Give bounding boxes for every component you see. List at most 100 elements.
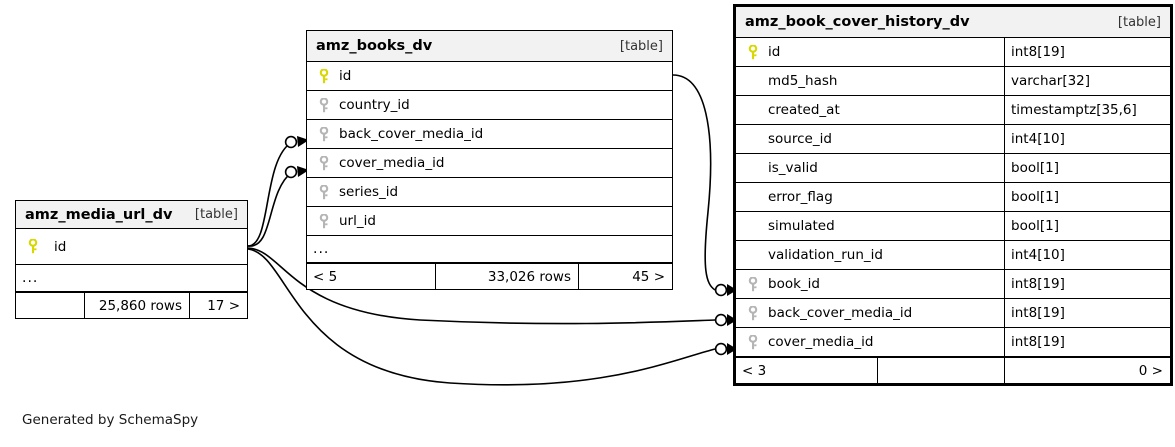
column-ellipsis: ... bbox=[313, 241, 330, 257]
table-title: amz_media_url_dv bbox=[25, 206, 173, 223]
column-ellipsis: ... bbox=[22, 270, 39, 286]
table-type-tag: [table] bbox=[194, 207, 238, 222]
table-row[interactable]: id int8[19] bbox=[736, 38, 1170, 67]
footer-prev-count[interactable]: < 5 bbox=[313, 268, 338, 285]
column-type: int8[19] bbox=[1004, 328, 1170, 356]
table-row[interactable]: book_id int8[19] bbox=[736, 270, 1170, 299]
column-type: int4[10] bbox=[1004, 241, 1170, 269]
column-name: is_valid bbox=[768, 160, 818, 176]
table-header: amz_books_dv [table] bbox=[307, 31, 672, 62]
column-name: simulated bbox=[768, 218, 835, 234]
column-name: id bbox=[54, 238, 67, 255]
column-cell: cover_media_id bbox=[307, 149, 672, 177]
foreign-key-icon bbox=[315, 184, 333, 200]
table-row[interactable]: cover_media_id int8[19] bbox=[736, 328, 1170, 357]
table-amz-book-cover-history-dv[interactable]: amz_book_cover_history_dv [table] id int… bbox=[733, 4, 1173, 386]
column-type: bool[1] bbox=[1004, 183, 1170, 211]
footer-next-count[interactable]: 45 > bbox=[578, 264, 672, 289]
table-row[interactable]: back_cover_media_id bbox=[307, 120, 672, 149]
table-type-tag: [table] bbox=[1117, 14, 1161, 30]
column-name: url_id bbox=[339, 213, 376, 229]
column-cell: series_id bbox=[307, 178, 672, 206]
footer-next-count[interactable]: 0 > bbox=[1004, 358, 1170, 383]
column-name: created_at bbox=[768, 102, 840, 118]
table-row[interactable]: validation_run_id int4[10] bbox=[736, 241, 1170, 270]
column-cell: url_id bbox=[307, 207, 672, 235]
primary-key-icon bbox=[24, 239, 42, 254]
column-name: id bbox=[768, 44, 781, 60]
column-cell: simulated bbox=[736, 212, 1004, 240]
table-row[interactable]: country_id bbox=[307, 91, 672, 120]
table-row[interactable]: back_cover_media_id int8[19] bbox=[736, 299, 1170, 328]
column-name: country_id bbox=[339, 97, 410, 113]
column-cell: id bbox=[736, 38, 1004, 66]
column-name: source_id bbox=[768, 131, 832, 147]
table-row[interactable]: md5_hash varchar[32] bbox=[736, 67, 1170, 96]
foreign-key-icon bbox=[744, 305, 762, 321]
column-name: book_id bbox=[768, 276, 820, 292]
column-cell: id bbox=[16, 229, 247, 264]
column-cell: validation_run_id bbox=[736, 241, 1004, 269]
column-type: int8[19] bbox=[1004, 270, 1170, 298]
column-name: series_id bbox=[339, 184, 399, 200]
column-name: md5_hash bbox=[768, 73, 838, 89]
foreign-key-icon bbox=[315, 97, 333, 113]
table-row[interactable]: error_flag bool[1] bbox=[736, 183, 1170, 212]
foreign-key-icon bbox=[744, 276, 762, 292]
table-footer: 25,860 rows 17 > bbox=[16, 292, 247, 318]
table-row[interactable]: url_id bbox=[307, 207, 672, 236]
column-cell: is_valid bbox=[736, 154, 1004, 182]
table-row[interactable]: source_id int4[10] bbox=[736, 125, 1170, 154]
table-footer: < 5 33,026 rows 45 > bbox=[307, 263, 672, 289]
table-title: amz_book_cover_history_dv bbox=[745, 14, 970, 30]
column-name: error_flag bbox=[768, 189, 833, 205]
table-row[interactable]: id bbox=[307, 62, 672, 91]
edge-books-to-history-bookid bbox=[672, 74, 716, 291]
column-name: cover_media_id bbox=[339, 155, 445, 171]
column-cell: book_id bbox=[736, 270, 1004, 298]
column-name: validation_run_id bbox=[768, 247, 883, 263]
column-type: timestamptz[35,6] bbox=[1004, 96, 1170, 124]
footer-prev-count[interactable]: < 3 bbox=[742, 362, 767, 379]
column-cell: cover_media_id bbox=[736, 328, 1004, 356]
foreign-key-icon bbox=[315, 155, 333, 171]
table-row-ellipsis: ... bbox=[16, 265, 247, 292]
column-type: varchar[32] bbox=[1004, 67, 1170, 95]
table-amz-books-dv[interactable]: amz_books_dv [table] id bbox=[306, 30, 673, 290]
table-row[interactable]: series_id bbox=[307, 178, 672, 207]
generated-by-note: Generated by SchemaSpy bbox=[22, 412, 199, 428]
footer-row-count bbox=[877, 358, 1004, 383]
column-type: int4[10] bbox=[1004, 125, 1170, 153]
footer-next-count[interactable]: 17 > bbox=[189, 293, 247, 318]
column-type: int8[19] bbox=[1004, 299, 1170, 327]
table-row[interactable]: cover_media_id bbox=[307, 149, 672, 178]
column-name: cover_media_id bbox=[768, 334, 874, 350]
column-type: bool[1] bbox=[1004, 154, 1170, 182]
primary-key-icon bbox=[744, 44, 762, 60]
column-cell: created_at bbox=[736, 96, 1004, 124]
column-cell: id bbox=[307, 62, 672, 90]
table-amz-media-url-dv[interactable]: amz_media_url_dv [table] id ... 25,860 r… bbox=[15, 200, 248, 319]
column-cell: country_id bbox=[307, 91, 672, 119]
column-cell: back_cover_media_id bbox=[736, 299, 1004, 327]
table-row[interactable]: id bbox=[16, 229, 247, 265]
column-cell: back_cover_media_id bbox=[307, 120, 672, 148]
foreign-key-icon bbox=[315, 126, 333, 142]
column-cell: source_id bbox=[736, 125, 1004, 153]
column-cell: md5_hash bbox=[736, 67, 1004, 95]
table-row[interactable]: is_valid bool[1] bbox=[736, 154, 1170, 183]
table-footer: < 3 0 > bbox=[736, 357, 1170, 383]
edge-mediaurl-to-books-backcover bbox=[247, 141, 293, 247]
table-row[interactable]: created_at timestamptz[35,6] bbox=[736, 96, 1170, 125]
footer-prev-count[interactable] bbox=[16, 293, 84, 318]
footer-row-count: 25,860 rows bbox=[84, 293, 189, 318]
table-row-ellipsis: ... bbox=[307, 236, 672, 263]
foreign-key-icon bbox=[315, 213, 333, 229]
table-title: amz_books_dv bbox=[316, 38, 433, 54]
footer-row-count: 33,026 rows bbox=[435, 264, 578, 289]
table-row[interactable]: simulated bool[1] bbox=[736, 212, 1170, 241]
column-cell: error_flag bbox=[736, 183, 1004, 211]
table-header: amz_media_url_dv [table] bbox=[16, 201, 247, 229]
column-type: int8[19] bbox=[1004, 38, 1170, 66]
